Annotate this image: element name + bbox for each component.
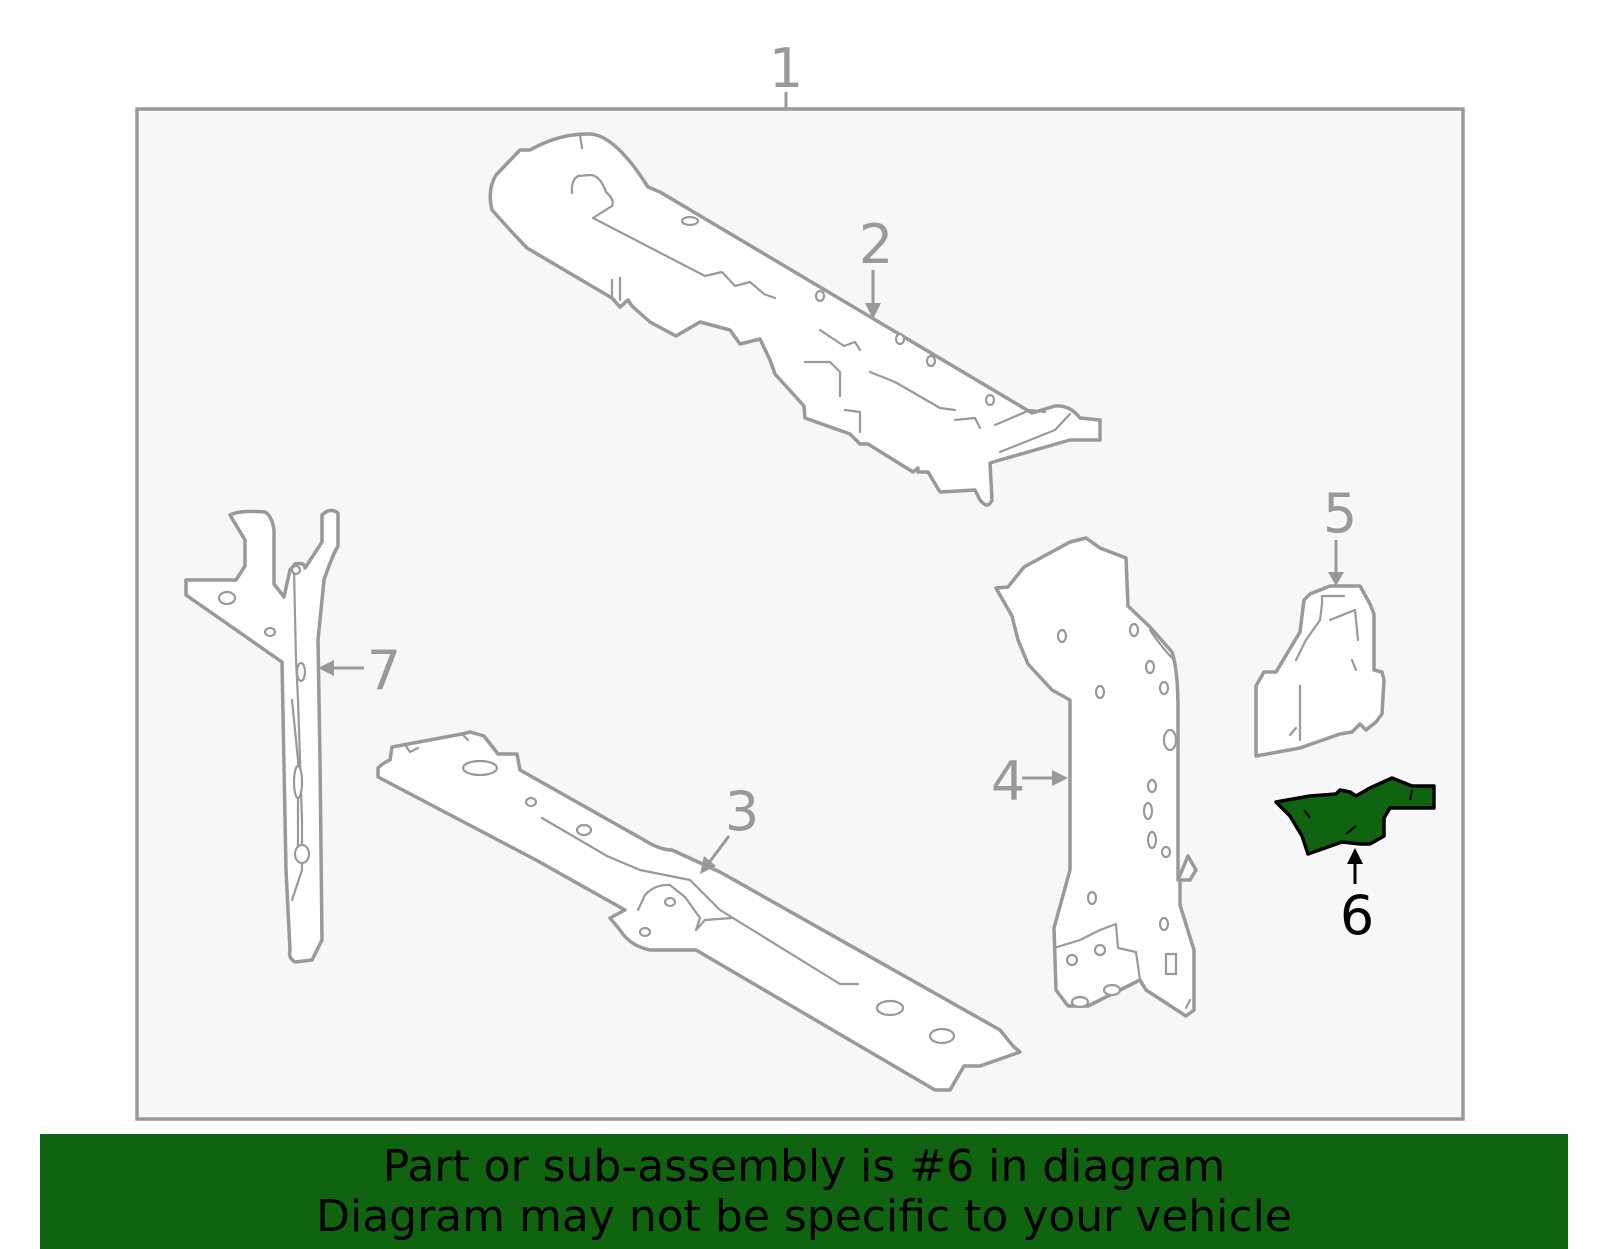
notice-line-2: Diagram may not be specific to your vehi… [316, 1191, 1292, 1242]
notice-banner: Part or sub-assembly is #6 in diagram Di… [40, 1134, 1568, 1249]
callout-7: 7 [367, 639, 401, 702]
callout-2: 2 [859, 213, 893, 276]
callout-6: 6 [1340, 884, 1374, 947]
part-6-highlighted-bracket [1274, 776, 1436, 856]
part-7-left-side-support [184, 508, 340, 964]
callout-3: 3 [725, 780, 759, 843]
callout-5: 5 [1323, 482, 1357, 545]
callout-1: 1 [769, 37, 803, 100]
callout-4: 4 [991, 750, 1025, 813]
part-5-bracket [1254, 584, 1386, 758]
part-3-lower-support [376, 730, 1022, 1092]
notice-line-1: Part or sub-assembly is #6 in diagram [382, 1141, 1226, 1192]
part-2-upper-support [488, 132, 1102, 507]
part-4-right-side-support [994, 536, 1198, 1018]
